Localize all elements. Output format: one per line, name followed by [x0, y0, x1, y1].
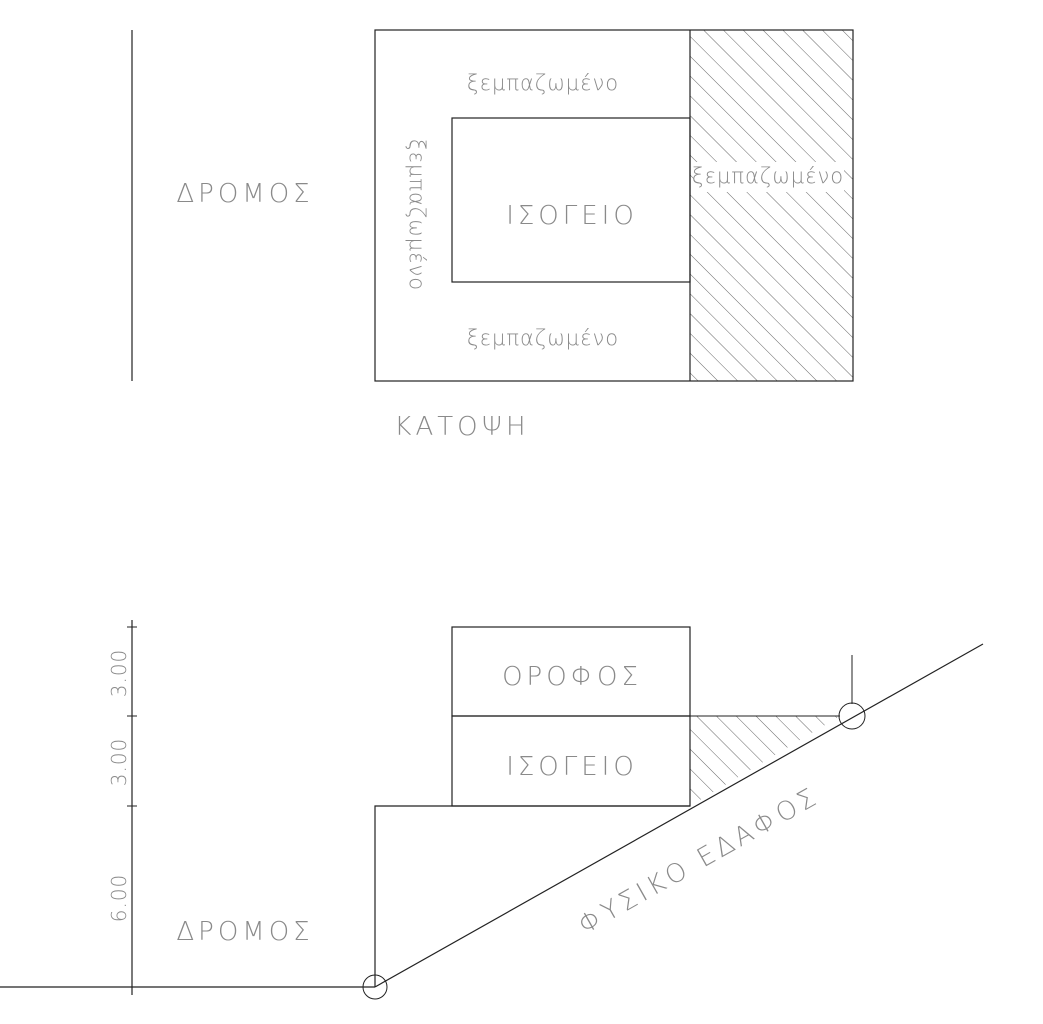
section-slope-point-marker	[838, 702, 866, 730]
plan-ground-floor-label: ΙΣΟΓΕΙΟ	[506, 201, 638, 231]
section-slope-start-marker	[362, 974, 388, 1000]
plan-road-label: ΔΡΟΜΟΣ	[176, 179, 313, 209]
plan-view: ΔΡΟΜΟΣ ξεμπαζωμένο ξεμπαζωμένο ξεμπαζωμέ…	[131, 29, 854, 442]
plan-excavated-top-label: ξεμπαζωμένο	[467, 71, 619, 95]
plan-hatched-area	[690, 30, 853, 381]
section-upper-floor-label: ΟΡΟΦΟΣ	[502, 662, 642, 692]
plan-label-mask	[694, 162, 844, 192]
plan-view-title: ΚΑΤΟΨΗ	[394, 412, 529, 442]
section-hatched-fill	[690, 716, 840, 806]
plan-excavated-bottom-label: ξεμπαζωμένο	[467, 326, 619, 350]
plan-excavated-left-label: ξεμπαζωμένο	[405, 139, 429, 291]
section-wall-outline	[374, 805, 690, 987]
section-natural-ground-label: ΦΥΣΙΚΟ ΕΔΑΦΟΣ	[573, 781, 824, 940]
section-ground-floor-label: ΙΣΟΓΕΙΟ	[506, 752, 638, 782]
section-road-label: ΔΡΟΜΟΣ	[176, 917, 313, 947]
plan-excavated-right-label: ξεμπαζωμένο	[692, 164, 844, 188]
section-natural-ground-line	[374, 643, 984, 988]
section-view: 3.00 3.00 6.00 ΟΡΟΦΟΣ ΙΣΟΓΕΙΟ ΔΡΟΜΟΣ ΦΥΣ…	[0, 620, 984, 1000]
plan-ground-floor-outline	[451, 117, 691, 283]
section-dim-ground-floor: 3.00	[107, 738, 131, 787]
section-dim-upper-floor: 3.00	[107, 649, 131, 698]
section-dim-base: 6.00	[107, 874, 131, 923]
plan-plot-outline	[374, 29, 854, 382]
